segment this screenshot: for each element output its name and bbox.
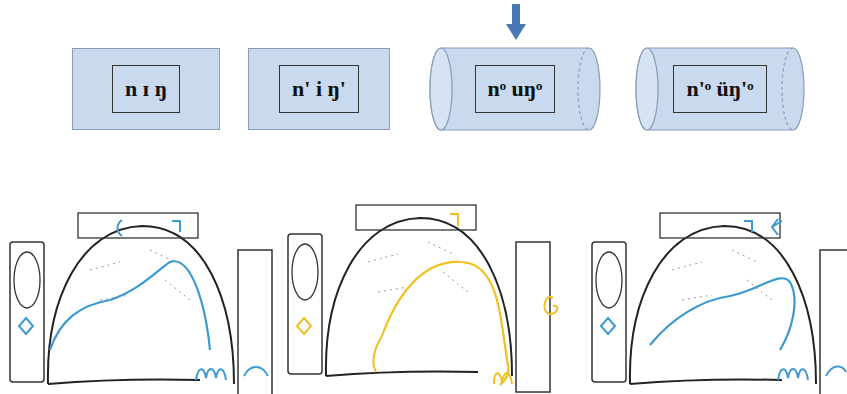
phoneme-label: n ɪ ŋ: [112, 65, 180, 113]
phoneme-cylinder: nᵒ uŋᵒ: [430, 48, 600, 130]
phoneme-cylinder: n'ᵒ üŋ'ᵒ: [636, 48, 804, 130]
phoneme-box: n' i ŋ': [248, 48, 390, 130]
phoneme-label: n'ᵒ üŋ'ᵒ: [673, 65, 766, 113]
phoneme-label: n' i ŋ': [279, 65, 359, 113]
phoneme-label: nᵒ uŋᵒ: [475, 65, 556, 113]
phoneme-box: n ɪ ŋ: [72, 48, 220, 130]
